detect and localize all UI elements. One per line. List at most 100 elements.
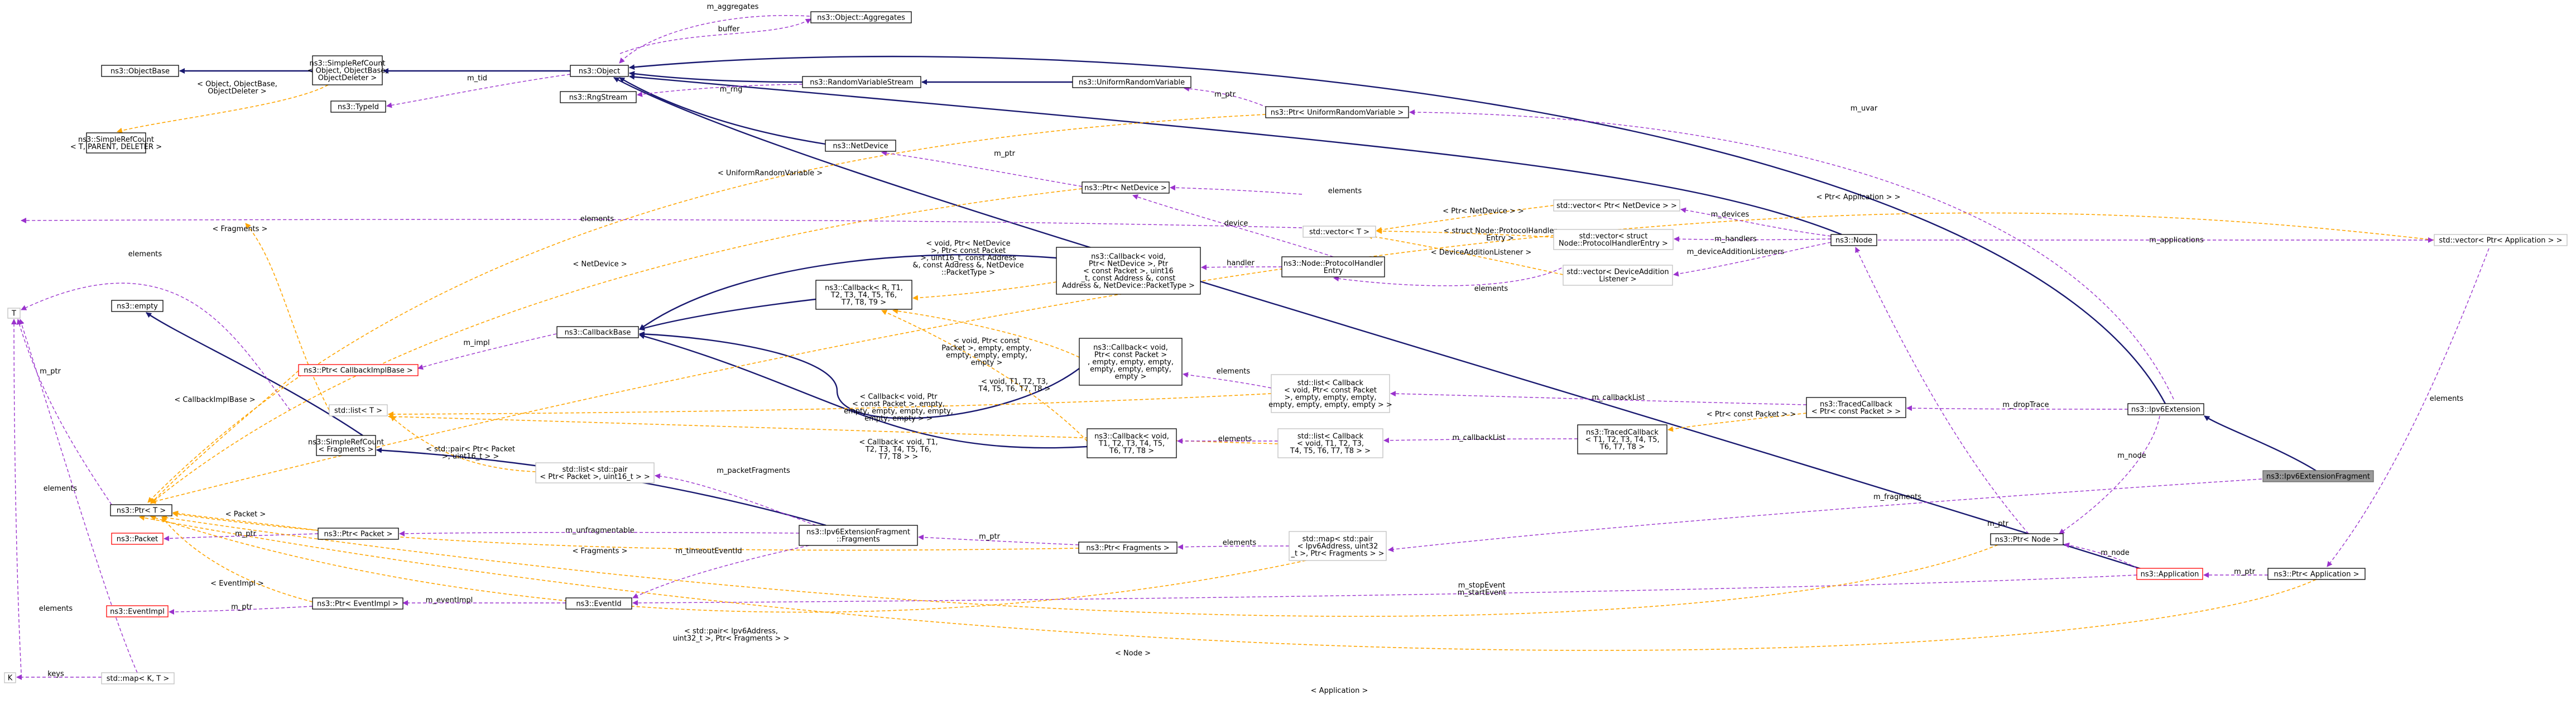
edge-label-e8: < UniformRandomVariable > xyxy=(718,169,823,178)
class-node-list-t[interactable]: std::list< T > xyxy=(329,404,388,416)
edge-label-line: T7, T8 > > xyxy=(878,453,919,461)
class-node-eventid[interactable]: ns3::EventId xyxy=(565,597,632,610)
node-label-line: ns3::ObjectBase xyxy=(110,68,170,76)
class-node-ptr-uniformrv[interactable]: ns3::Ptr< UniformRandomVariable > xyxy=(1265,106,1409,118)
node-box xyxy=(1072,76,1191,88)
class-node-callbackbase[interactable]: ns3::CallbackBase xyxy=(556,326,639,338)
edge-label-e6: m_ptr xyxy=(1214,90,1236,99)
node-box xyxy=(535,462,655,483)
node-box xyxy=(810,11,912,23)
class-node-map-k-t[interactable]: std::map< K, T > xyxy=(101,672,175,684)
edge-label-line: m_tid xyxy=(467,74,487,83)
node-box xyxy=(570,65,629,77)
edge-label-line: Packet >, empty, empty, xyxy=(941,344,1032,353)
usage-edge-e18 xyxy=(1673,242,1832,277)
class-node-empty[interactable]: ns3::empty xyxy=(111,300,164,312)
node-label-line: ns3::TracedCallback xyxy=(1586,429,1659,437)
node-label-line: ns3::SimpleRefCount xyxy=(78,136,154,144)
class-node-callback-t1-t7[interactable]: ns3::Callback< void,T1, T2, T3, T4, T5,T… xyxy=(1087,428,1177,458)
template-edge-e15 xyxy=(1367,233,1564,275)
template-edge-e33 xyxy=(388,414,1279,444)
class-node-vector-t[interactable]: std::vector< T > xyxy=(1303,226,1376,238)
class-node-ptr-callbackimplbase[interactable]: ns3::Ptr< CallbackImplBase > xyxy=(298,364,419,376)
class-node-ptr-eventimpl[interactable]: ns3::Ptr< EventImpl > xyxy=(312,597,403,610)
class-node-node[interactable]: ns3::Node xyxy=(1830,234,1877,246)
class-node-tracedcallback-t1[interactable]: ns3::TracedCallback< T1, T2, T3, T4, T5,… xyxy=(1577,424,1667,454)
class-node-vector-deviceadditionlistener[interactable]: std::vector< DeviceAdditionListener > xyxy=(1563,265,1673,286)
edge-label-line: < struct Node::ProtocolHandler xyxy=(1443,227,1557,236)
class-node-vector-ptr-application[interactable]: std::vector< Ptr< Application > > xyxy=(2434,234,2568,246)
edge-label-e7: m_uvar xyxy=(1851,104,1878,113)
class-node-fragments[interactable]: ns3::Ipv6ExtensionFragment::Fragments xyxy=(799,525,918,546)
class-node-ipv6extensionfragment[interactable]: ns3::Ipv6ExtensionFragment xyxy=(2262,470,2374,482)
node-label-line: ns3::NetDevice xyxy=(833,142,888,151)
node-label-line: ns3::Ptr< Packet > xyxy=(324,530,393,539)
class-node-callback-netdevice[interactable]: ns3::Callback< void,Ptr< NetDevice >, Pt… xyxy=(1056,247,1201,295)
usage-edge-e51 xyxy=(632,545,810,598)
class-node-list-pair-packet[interactable]: std::list< std::pair< Ptr< Packet >, uin… xyxy=(535,462,655,483)
class-node-object[interactable]: ns3::Object xyxy=(570,65,629,77)
edge-label-e42: < std::pair< Ptr< Packet>, uint16_t > > xyxy=(426,445,515,461)
usage-edge-e50 xyxy=(918,534,1079,545)
edge-label-line: buffer xyxy=(718,25,740,33)
class-node-list-callback-packet[interactable]: std::list< Callback< void, Ptr< const Pa… xyxy=(1268,374,1392,413)
node-label-line: ::Fragments xyxy=(837,535,880,544)
class-node-vector-protocolhandler[interactable]: std::vector< structNode::ProtocolHandler… xyxy=(1553,229,1674,250)
class-node-ptr-node[interactable]: ns3::Ptr< Node > xyxy=(1990,533,2064,545)
class-node-list-callback-t1[interactable]: std::list< Callback< void, T1, T2, T3,T4… xyxy=(1277,428,1383,458)
class-node-application[interactable]: ns3::Application xyxy=(2136,568,2203,580)
class-node-packet[interactable]: ns3::Packet xyxy=(111,533,164,545)
usage-edge-e54 xyxy=(2064,542,2137,569)
class-node-vector-ptr-netdevice[interactable]: std::vector< Ptr< NetDevice > > xyxy=(1553,199,1680,212)
edge-label-e15: < DeviceAdditionListener > xyxy=(1431,248,1532,257)
edge-label-e5: m_rng xyxy=(720,85,743,94)
class-node-ptr-fragments[interactable]: ns3::Ptr< Fragments > xyxy=(1078,542,1178,554)
class-node-ptr-t[interactable]: ns3::Ptr< T > xyxy=(110,504,172,516)
class-node-simplerefcount-obj[interactable]: ns3::SimpleRefCount< Object, ObjectBase,… xyxy=(307,55,388,85)
class-node-uniformrv[interactable]: ns3::UniformRandomVariable xyxy=(1072,76,1191,88)
template-edge-e32 xyxy=(388,393,1272,417)
usage-edge-e17 xyxy=(1674,236,1832,242)
class-node-eventimpl[interactable]: ns3::EventImpl xyxy=(106,605,169,617)
edge-label-e3: m_tid xyxy=(467,74,487,83)
node-label-line: < T1, T2, T3, T4, T5, xyxy=(1585,436,1659,444)
class-node-simplerefcount-fragments[interactable]: ns3::SimpleRefCount< Fragments > xyxy=(308,435,384,456)
edge-label-line: < const Packet >, empty, xyxy=(852,400,945,409)
class-node-ptr-application[interactable]: ns3::Ptr< Application > xyxy=(2267,568,2366,580)
class-node-typeid[interactable]: ns3::TypeId xyxy=(330,100,386,113)
class-node-t[interactable]: T xyxy=(7,308,21,319)
edge-label-line: elements xyxy=(1217,367,1251,376)
class-node-rngstream[interactable]: ns3::RngStream xyxy=(560,91,637,103)
class-node-randomvariable[interactable]: ns3::RandomVariableStream xyxy=(802,76,921,88)
class-node-ipv6extension[interactable]: ns3::Ipv6Extension xyxy=(2127,403,2204,415)
edge-label-e48: m_unfragmentable xyxy=(565,526,635,535)
class-node-tracedcallback-packet[interactable]: ns3::TracedCallback< Ptr< const Packet >… xyxy=(1806,397,1906,418)
class-node-callback-packet[interactable]: ns3::Callback< void,Ptr< const Packet >,… xyxy=(1079,338,1183,386)
edge-label-line: elements xyxy=(128,250,162,258)
node-label-line: ns3::Node::ProtocolHandler xyxy=(1284,260,1383,268)
class-node-callback-generic[interactable]: ns3::Callback< R, T1,T2, T3, T4, T5, T6,… xyxy=(815,280,912,310)
class-node-simplerefcount-t[interactable]: ns3::SimpleRefCount< T, PARENT, DELETER … xyxy=(70,132,162,154)
edge-label-line: m_impl xyxy=(463,339,489,347)
class-node-objectbase[interactable]: ns3::ObjectBase xyxy=(101,65,179,77)
node-box xyxy=(329,404,388,416)
class-node-k[interactable]: K xyxy=(4,672,16,683)
edge-label-e57: m_ptr xyxy=(231,603,253,611)
class-node-protocolhandlerentry[interactable]: ns3::Node::ProtocolHandlerEntry xyxy=(1281,256,1385,277)
template-edge-e56 xyxy=(161,516,313,602)
edge-label-e21: < Fragments > xyxy=(213,225,268,233)
usage-edge-e2 xyxy=(619,18,811,54)
usage-edge-e9 xyxy=(881,150,1083,187)
edge-label-line: m_timeoutEventId xyxy=(675,547,742,555)
class-node-aggregates[interactable]: ns3::Object::Aggregates xyxy=(810,11,912,23)
class-node-netdevice[interactable]: ns3::NetDevice xyxy=(825,140,896,152)
class-node-map-pair-fragments[interactable]: std::map< std::pair< Ipv6Address, uint32… xyxy=(1289,531,1387,561)
node-label-line: std::list< Callback xyxy=(1297,379,1364,387)
class-node-ptr-netdevice[interactable]: ns3::Ptr< NetDevice > xyxy=(1082,181,1170,194)
edge-label-line: >, uint16_t, const Address xyxy=(920,254,1016,262)
edge-label-e29: < void, T1, T2, T3,T4, T5, T6, T7, T8 > xyxy=(978,378,1050,394)
node-label-line: Listener > xyxy=(1599,275,1636,284)
class-node-ptr-packet[interactable]: ns3::Ptr< Packet > xyxy=(318,528,399,540)
inheritance-edge-inh-fragment-ipv6extension xyxy=(2204,415,2317,472)
node-label-line: ns3::Ptr< UniformRandomVariable > xyxy=(1271,109,1404,117)
